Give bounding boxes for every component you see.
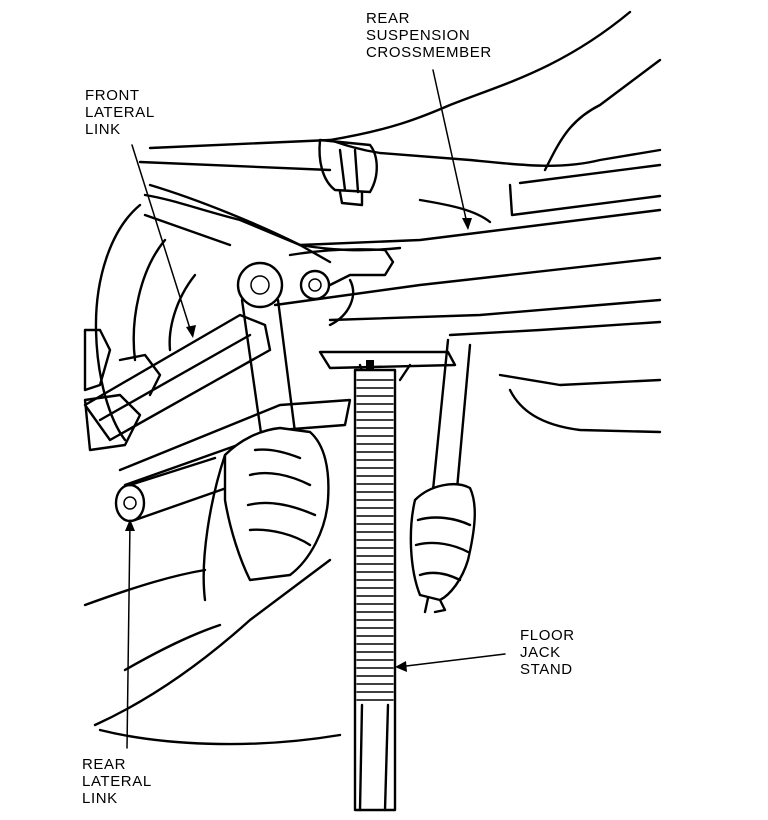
brake-rotor: [83, 203, 197, 452]
floor-jack-stand-label-line: JACK: [520, 644, 561, 661]
right-hand: [409, 483, 476, 614]
left-hand: [202, 426, 330, 602]
floor-jack-stand: [318, 350, 457, 812]
leader-rear-lateral: [126, 521, 131, 749]
front-lateral-link-label: FRONT LATERAL LINK: [85, 87, 155, 138]
floor-jack-stand-label: FLOOR JACK STAND: [520, 627, 575, 678]
floor-jack-stand-label-line: FLOOR: [520, 627, 575, 644]
rear-lateral-link-label-line: REAR: [82, 756, 127, 773]
rear-suspension-crossmember: [148, 183, 662, 434]
rear-suspension-crossmember-label-line: CROSSMEMBER: [366, 44, 492, 61]
left-arm: [83, 558, 342, 746]
floor-jack-stand-label-line: STAND: [520, 661, 573, 678]
link-mount-bracket: [288, 248, 395, 327]
leader-crossmember: [432, 69, 469, 229]
ratchet-wrench: [236, 261, 298, 442]
front-lateral-link: [83, 193, 332, 442]
rear-lateral-link-label: REAR LATERAL LINK: [82, 756, 152, 807]
exhaust-clamp: [318, 138, 378, 207]
rear-suspension-crossmember-label-line: SUSPENSION: [366, 27, 471, 44]
rear-lateral-link-label-line: LINK: [82, 790, 118, 807]
rear-lateral-link: [114, 398, 352, 523]
rear-suspension-crossmember-label: REAR SUSPENSION CROSSMEMBER: [366, 10, 492, 61]
front-lateral-link-label-line: LATERAL: [85, 104, 155, 121]
leader-front-lateral: [131, 144, 193, 336]
vehicle-underbody: [138, 10, 662, 217]
front-lateral-link-label-line: LINK: [85, 121, 121, 138]
rear-suspension-crossmember-label-line: REAR: [366, 10, 411, 27]
jack-screw-column: [353, 368, 397, 812]
rear-lateral-link-label-line: LATERAL: [82, 773, 152, 790]
leader-floor-jack: [397, 653, 506, 668]
front-lateral-link-label-line: FRONT: [85, 87, 140, 104]
leader-lines: [125, 69, 506, 749]
open-end-wrench: [430, 338, 472, 502]
